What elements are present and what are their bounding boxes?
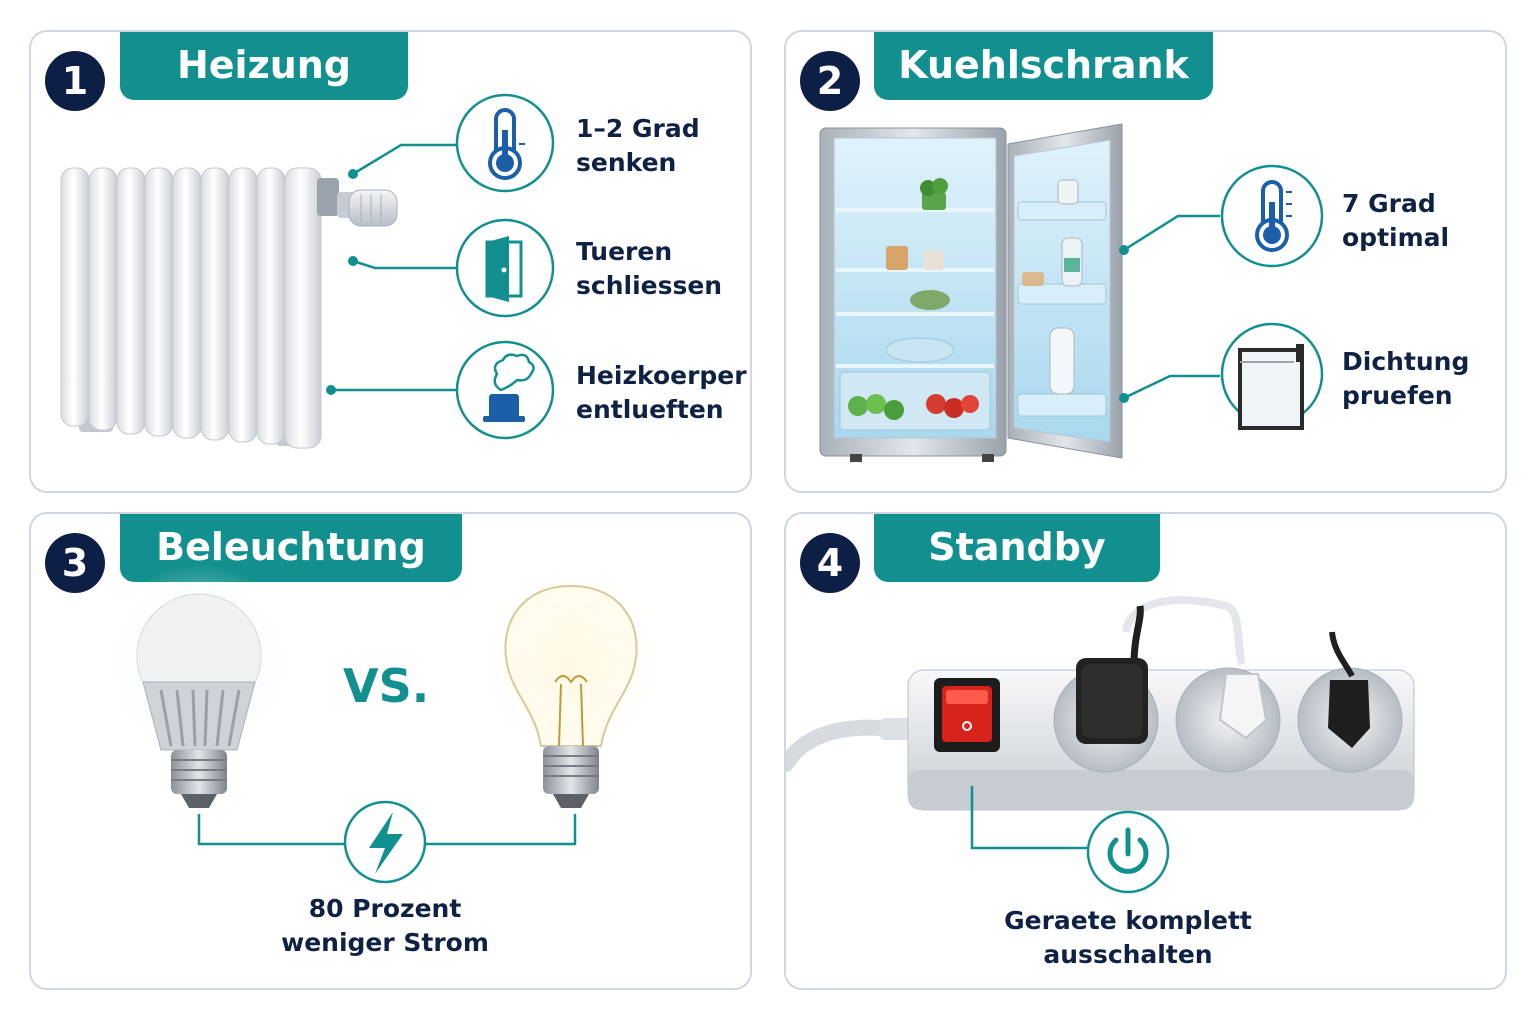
fridge-illustration xyxy=(819,123,1324,462)
panel-title: Kuehlschrank xyxy=(874,32,1213,100)
thermometer-icon xyxy=(1255,180,1292,252)
panel-title: Beleuchtung xyxy=(120,514,462,582)
door-seal-icon xyxy=(1238,344,1304,430)
panel-title: Heizung xyxy=(120,32,408,100)
radiator-illustration xyxy=(60,93,555,449)
power-strip-illustration xyxy=(786,596,1415,894)
versus-label: VS. xyxy=(343,659,430,713)
panel-number: 2 xyxy=(800,51,860,111)
panel-standby: 4 Standby xyxy=(784,512,1507,990)
lightning-icon xyxy=(369,812,403,874)
thermometer-icon xyxy=(488,108,525,180)
radiator-vent-icon xyxy=(483,353,535,422)
panel-beleuchtung: 3 Beleuchtung xyxy=(29,512,752,990)
panel-number: 4 xyxy=(800,533,860,593)
panel-number: 3 xyxy=(45,533,105,593)
incandescent-bulb xyxy=(471,564,671,808)
panel-title: Standby xyxy=(874,514,1160,582)
panel-number: 1 xyxy=(45,51,105,111)
power-icon xyxy=(1107,827,1149,874)
door-icon xyxy=(485,236,523,302)
panel-kuehlschrank: 2 Kuehlschrank xyxy=(784,30,1507,493)
bulb-comparison xyxy=(99,564,671,884)
panel-heizung: 1 Heizung xyxy=(29,30,752,493)
led-bulb xyxy=(99,564,299,808)
